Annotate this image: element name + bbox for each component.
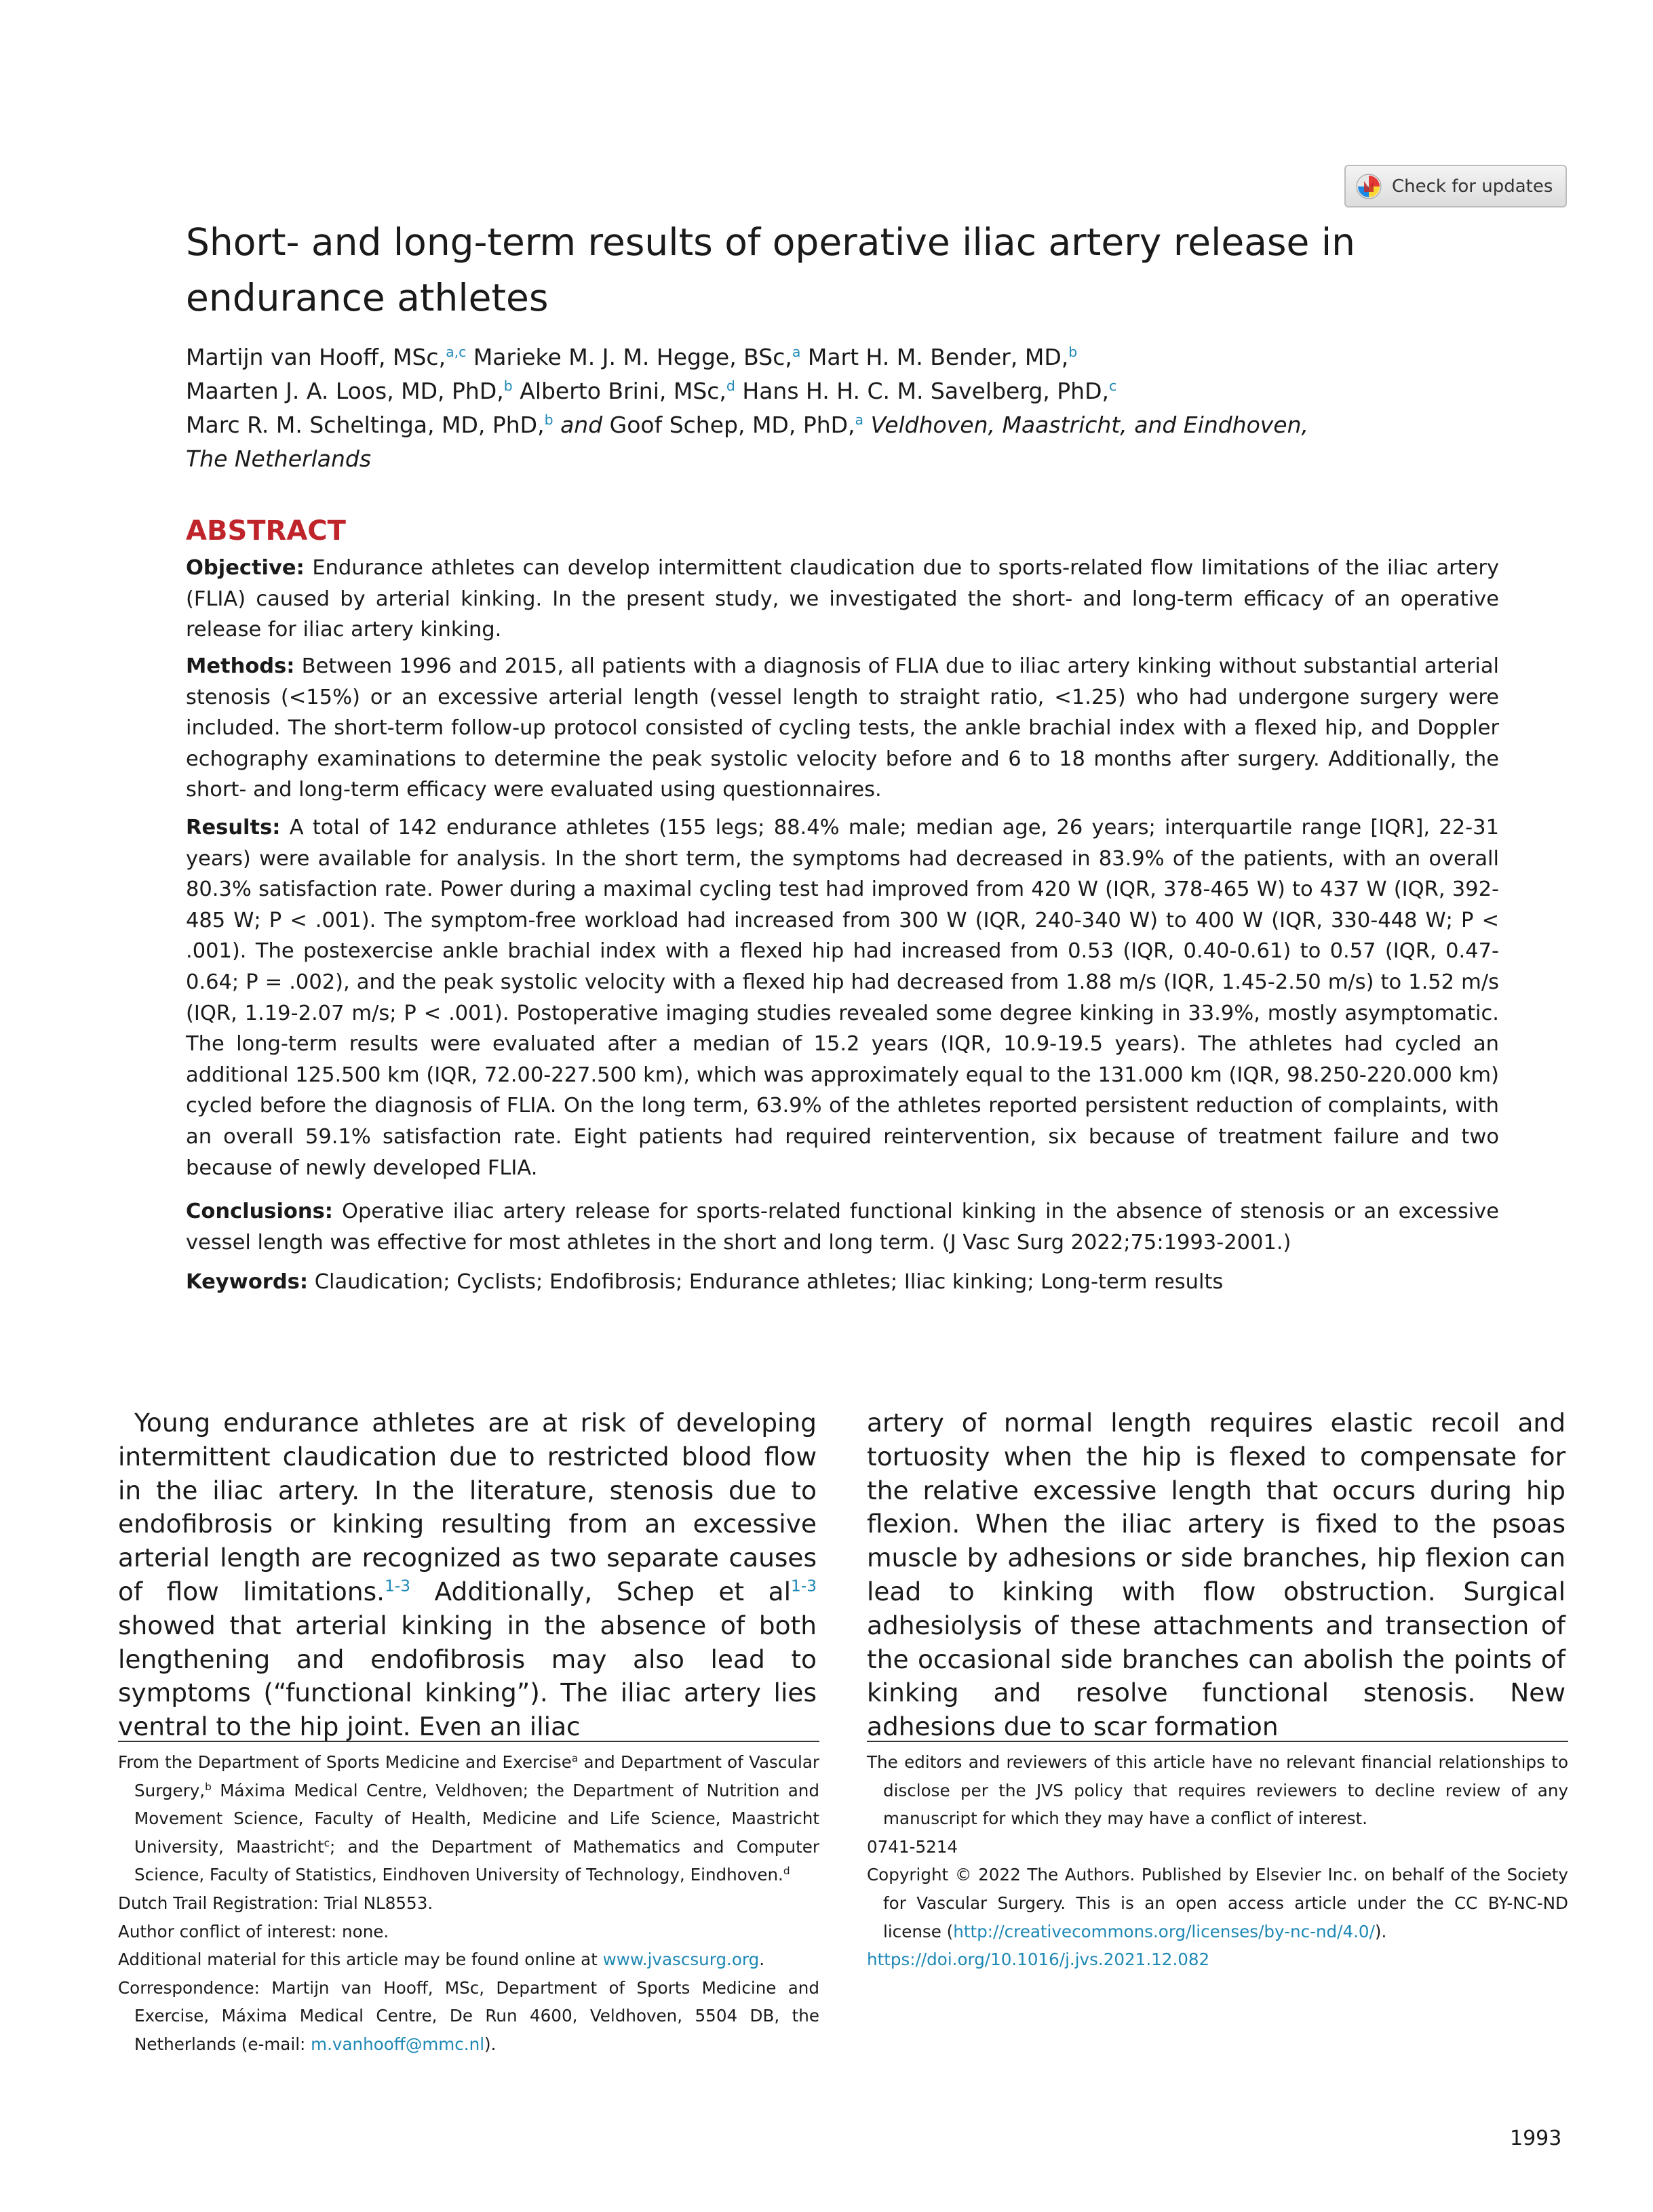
journal-website-link[interactable]: www.jvascsurg.org: [602, 1950, 760, 1970]
conflict-note: Author conflict of interest: none.: [118, 1921, 389, 1941]
methods-label: Methods:: [186, 654, 295, 678]
citation-link[interactable]: 1-3: [385, 1577, 411, 1596]
doi-row: https://doi.org/10.1016/j.jvs.2021.12.08…: [867, 1946, 1568, 1974]
author-name: Hans H. H. C. M. Savelberg, PhD,: [735, 378, 1109, 404]
footnotes-left: From the Department of Sports Medicine a…: [118, 1748, 819, 2059]
author-name: Alberto Brini, MSc,: [512, 378, 726, 404]
check-for-updates-label: Check for updates: [1392, 176, 1553, 197]
author-name: Marieke M. J. M. Hegge, BSc,: [466, 344, 792, 370]
email-link[interactable]: m.vanhooff@mmc.nl: [311, 2034, 485, 2054]
issn: 0741-5214: [867, 1836, 958, 1857]
author-line-3: Marc R. M. Scheltinga, MD, PhD,b and Goo…: [186, 408, 1542, 442]
abstract-keywords: Keywords: Claudication; Cyclists; Endofi…: [186, 1267, 1499, 1298]
additional-material-note: Additional material for this article may…: [118, 1950, 765, 1970]
affiliation-mark: b: [1068, 344, 1078, 360]
affiliations-note: From the Department of Sports Medicine a…: [118, 1752, 819, 1885]
author-line-1: Martijn van Hooff, MSc,a,c Marieke M. J.…: [186, 340, 1542, 374]
affiliation-mark: b: [503, 378, 513, 394]
affiliation-mark: a: [855, 412, 864, 428]
author-name: Marc R. M. Scheltinga, MD, PhD,: [186, 412, 545, 438]
citation-link[interactable]: 1-3: [791, 1577, 817, 1596]
body-column-left: Young endurance athletes are at risk of …: [118, 1408, 817, 1742]
and-word: and: [560, 412, 603, 438]
article-title: Short- and long-term results of operativ…: [186, 220, 1356, 319]
editors-note: The editors and reviewers of this articl…: [867, 1752, 1568, 1829]
author-name: Mart H. M. Bender, MD,: [800, 344, 1069, 370]
author-name: Martijn van Hooff, MSc,: [186, 344, 446, 370]
affiliation-mark: c: [1108, 378, 1117, 394]
abstract-results: Results: A total of 142 endurance athlet…: [186, 812, 1499, 1183]
author-name: Maarten J. A. Loos, MD, PhD,: [186, 378, 504, 404]
body-column-right: artery of normal length requires elastic…: [867, 1408, 1566, 1742]
abstract-heading: ABSTRACT: [186, 515, 346, 547]
check-for-updates-button[interactable]: Check for updates: [1344, 165, 1567, 208]
affiliation-mark: a: [792, 344, 801, 360]
abstract-conclusions: Conclusions: Operative iliac artery rele…: [186, 1196, 1499, 1258]
author-country: The Netherlands: [186, 446, 372, 472]
conclusions-label: Conclusions:: [186, 1200, 333, 1223]
license-link[interactable]: http://creativecommons.org/licenses/by-n…: [953, 1921, 1375, 1941]
affiliation-mark: d: [726, 378, 735, 394]
affiliation-mark: b: [544, 412, 553, 428]
trial-registration-note: Dutch Trail Registration: Trial NL8553.: [118, 1893, 433, 1913]
objective-text: Endurance athletes can develop intermitt…: [186, 556, 1499, 642]
results-text: A total of 142 endurance athletes (155 l…: [186, 816, 1499, 1180]
author-list: Martijn van Hooff, MSc,a,c Marieke M. J.…: [186, 340, 1542, 476]
doi-link[interactable]: https://doi.org/10.1016/j.jvs.2021.12.08…: [867, 1950, 1210, 1970]
objective-label: Objective:: [186, 556, 305, 580]
methods-text: Between 1996 and 2015, all patients with…: [186, 654, 1499, 802]
keywords-label: Keywords:: [186, 1270, 309, 1294]
abstract-methods: Methods: Between 1996 and 2015, all pati…: [186, 651, 1499, 806]
correspondence-note: Correspondence: Martijn van Hooff, MSc, …: [118, 1977, 819, 2054]
crossmark-icon: [1356, 174, 1382, 199]
copyright-note: Copyright © 2022 The Authors. Published …: [867, 1865, 1568, 1941]
footnote-divider-left: [118, 1741, 819, 1742]
page-number: 1993: [1510, 2127, 1562, 2150]
footnotes-right: The editors and reviewers of this articl…: [867, 1748, 1568, 1974]
results-label: Results:: [186, 816, 281, 840]
affiliation-mark: a,c: [446, 344, 467, 360]
keywords-text: Claudication; Cyclists; Endofibrosis; En…: [308, 1270, 1224, 1294]
footnote-divider-right: [867, 1741, 1568, 1742]
abstract-objective: Objective: Endurance athletes can develo…: [186, 553, 1499, 646]
author-locations: Veldhoven, Maastricht, and Eindhoven,: [863, 412, 1309, 438]
author-name: Goof Schep, MD, PhD,: [602, 412, 855, 438]
author-line-2: Maarten J. A. Loos, MD, PhD,b Alberto Br…: [186, 374, 1542, 408]
conclusions-text: Operative iliac artery release for sport…: [186, 1200, 1499, 1255]
